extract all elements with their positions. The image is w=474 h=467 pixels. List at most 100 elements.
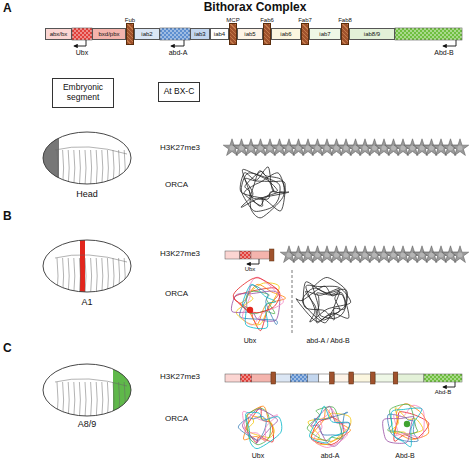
chromatin-fiber bbox=[243, 411, 278, 441]
chromatin-tangle bbox=[307, 406, 351, 447]
segment-line bbox=[102, 382, 103, 418]
annotation-label: H3K27me3 bbox=[160, 373, 200, 382]
embryo-drawing bbox=[41, 128, 131, 188]
segment-line bbox=[79, 382, 80, 418]
panel-letter: A bbox=[3, 2, 12, 15]
nucleosome-core bbox=[277, 146, 282, 151]
nucleosome-core bbox=[344, 146, 349, 151]
segment-line bbox=[91, 382, 92, 418]
segment-highlight bbox=[113, 360, 135, 420]
chromatin-tangle bbox=[238, 406, 281, 448]
regulatory-domain: iab5 bbox=[237, 28, 263, 40]
nucleosome-core bbox=[353, 253, 358, 258]
segment-line bbox=[57, 382, 58, 418]
annotation-label: Ubx bbox=[252, 452, 264, 460]
nucleosome-core bbox=[439, 146, 444, 151]
nucleosome-core bbox=[334, 146, 339, 151]
segment-line bbox=[91, 150, 92, 186]
nucleosome-core bbox=[401, 146, 406, 151]
regulatory-domain: iab4 bbox=[210, 28, 229, 40]
embryo-drawing bbox=[43, 360, 135, 420]
segment-line bbox=[74, 382, 75, 418]
chromatin-fiber bbox=[241, 178, 285, 211]
bar-coding-pattern bbox=[240, 251, 251, 259]
nucleosome-core bbox=[306, 146, 311, 151]
nucleosome-core bbox=[429, 253, 434, 258]
chromatin-tangle bbox=[240, 167, 289, 218]
coding-region bbox=[160, 28, 190, 40]
annotation-label: ORCA bbox=[165, 415, 188, 424]
annotation-label: abd-A / Abd-B bbox=[306, 337, 349, 345]
segment-highlight bbox=[41, 128, 59, 188]
bar-segment bbox=[225, 374, 240, 382]
bar-boundary bbox=[393, 372, 398, 384]
segment-line bbox=[79, 258, 80, 294]
domain-label: iab8/9 bbox=[364, 31, 380, 37]
annotation-label: ORCA bbox=[165, 181, 188, 190]
chromatin-tangle bbox=[296, 277, 351, 322]
annotation-label: A8/9 bbox=[78, 420, 97, 430]
nucleosome-core bbox=[363, 253, 368, 258]
domain-label: iab7 bbox=[319, 31, 330, 37]
nucleosome-core bbox=[448, 253, 453, 258]
germ-band-line bbox=[55, 255, 127, 262]
bar-segment bbox=[276, 374, 291, 382]
chromatin-fiber bbox=[312, 277, 347, 318]
bar-segment bbox=[353, 374, 370, 382]
boundary-label: Fab8 bbox=[338, 17, 352, 23]
coding-region bbox=[72, 28, 92, 40]
boundary-label: Fub bbox=[125, 17, 135, 23]
chromatin-fiber bbox=[244, 173, 285, 207]
bar-segment bbox=[375, 374, 393, 382]
nucleosome bbox=[451, 139, 468, 156]
annotation-label: Abd-B bbox=[435, 389, 452, 396]
bar-segment bbox=[319, 374, 330, 382]
bar-coding bbox=[240, 251, 251, 259]
nucleosome-chain bbox=[223, 139, 468, 156]
embryo-interior bbox=[55, 236, 127, 296]
segment-line bbox=[68, 150, 69, 186]
segment-line bbox=[124, 150, 125, 186]
annotation-label: Ubx bbox=[244, 337, 256, 345]
nucleosome-core bbox=[325, 253, 330, 258]
boundary-element: Fab8 bbox=[341, 23, 349, 45]
nucleosome-core bbox=[230, 146, 235, 151]
annotation-label: Head bbox=[76, 190, 98, 200]
bar-segment bbox=[225, 251, 240, 259]
nucleosome-core bbox=[306, 253, 311, 258]
segment-line bbox=[85, 382, 86, 418]
segment-line bbox=[68, 382, 69, 418]
nucleosome-core bbox=[296, 253, 301, 258]
nucleosome-core bbox=[315, 146, 320, 151]
bar-coding-pattern bbox=[290, 374, 307, 382]
nucleosome-core bbox=[258, 146, 263, 151]
nucleosome-core bbox=[296, 146, 301, 151]
bar-segment bbox=[398, 374, 424, 382]
domain-label: abx/bx bbox=[50, 31, 68, 37]
chromatin-fiber bbox=[306, 285, 351, 322]
figure-title: Bithorax Complex bbox=[204, 1, 307, 14]
segment-line bbox=[102, 150, 103, 186]
nucleosome-core bbox=[287, 146, 292, 151]
germ-band-line bbox=[55, 379, 127, 386]
bar-coding bbox=[424, 374, 462, 382]
nucleosome-core bbox=[410, 253, 415, 258]
embryo-drawing bbox=[43, 236, 131, 296]
nucleosome bbox=[451, 246, 468, 263]
chromatin-tangle bbox=[383, 404, 429, 447]
chromatin-fiber bbox=[246, 412, 282, 448]
segment-line bbox=[119, 382, 120, 418]
embryo-outline bbox=[43, 364, 131, 416]
segment-line bbox=[63, 382, 64, 418]
annotation-label: Abd-B bbox=[434, 49, 453, 57]
domain-label: bxd/pbx bbox=[98, 31, 119, 37]
chromatin-fiber bbox=[311, 406, 350, 446]
chromatin-tangle bbox=[231, 277, 285, 330]
nucleosome-core bbox=[382, 146, 387, 151]
chromatin-fiber bbox=[242, 284, 275, 328]
annotation-label: A1 bbox=[81, 298, 92, 308]
chromatin-fiber bbox=[242, 277, 283, 325]
nucleosome-core bbox=[372, 253, 377, 258]
segment-line bbox=[68, 258, 69, 294]
